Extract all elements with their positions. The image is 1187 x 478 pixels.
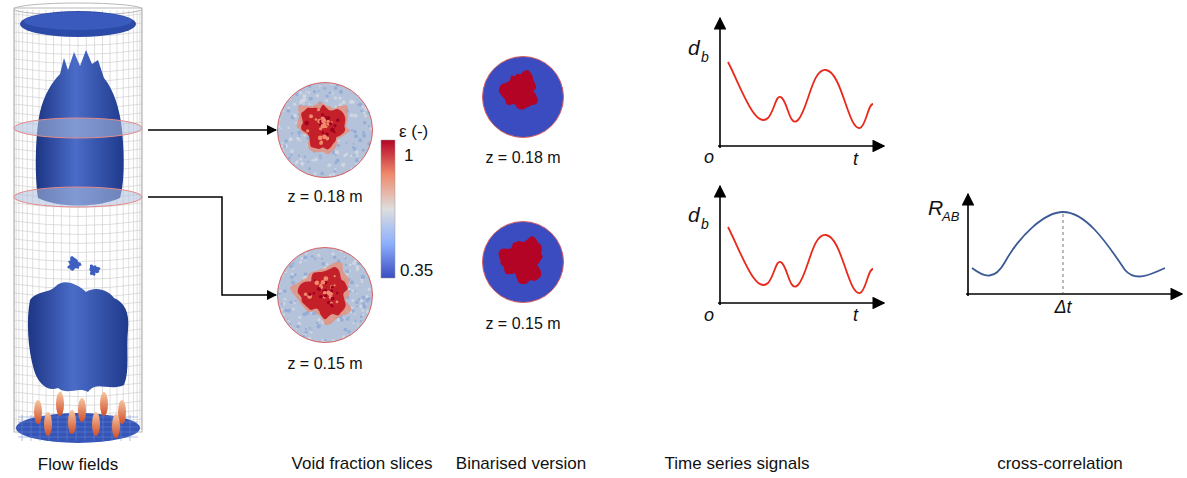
binary-map — [482, 56, 564, 138]
axis-label: b — [701, 50, 709, 65]
time-series-plot — [718, 18, 884, 148]
binarised-slice: z = 0.15 m — [468, 221, 578, 333]
binarised-slice: z = 0.18 m — [468, 56, 578, 167]
time-series-plot — [718, 186, 884, 305]
connector-arrow — [148, 129, 276, 131]
colour-bar-label: 0.35 — [400, 262, 433, 281]
void-fraction-slice: z = 0.18 m — [265, 82, 385, 206]
peak-marker — [1063, 214, 1064, 293]
axis-label: t — [853, 306, 858, 326]
panel-caption: Void fraction slices — [292, 455, 433, 474]
axis-label: AB — [942, 210, 959, 224]
colour-bar-label: ε (-) — [399, 123, 428, 142]
colour-bar — [381, 140, 395, 278]
void-fraction-map — [277, 247, 373, 343]
panel-caption: Binarised version — [456, 455, 586, 474]
height-label: z = 0.18 m — [485, 149, 560, 167]
signal-curve — [728, 62, 873, 128]
panel-caption: cross-correlation — [997, 455, 1123, 474]
axis-label: b — [701, 217, 709, 232]
void-fraction-slice: z = 0.15 m — [265, 247, 385, 373]
height-label: z = 0.15 m — [287, 355, 362, 373]
binary-map — [482, 221, 564, 303]
axis-label: d — [688, 36, 700, 59]
panel-caption: Time series signals — [665, 455, 810, 474]
height-label: z = 0.15 m — [485, 315, 560, 333]
axis-label: R — [928, 196, 943, 219]
axis-label: t — [853, 150, 858, 170]
signal-curve — [728, 227, 873, 293]
height-label: z = 0.18 m — [287, 188, 362, 206]
correlation-curve — [972, 212, 1165, 276]
axis-label: d — [688, 203, 700, 226]
column-illustration — [8, 0, 148, 448]
flow-field-column: Flow fields — [8, 0, 148, 478]
colour-bar-label: 1 — [404, 147, 413, 166]
void-fraction-map — [277, 82, 373, 178]
axis-label: o — [704, 306, 714, 326]
axis-label: o — [704, 148, 714, 168]
connector-arrow — [148, 197, 276, 295]
axis-label: Δt — [1054, 298, 1071, 318]
panel-caption: Flow fields — [8, 455, 148, 475]
correlation-plot — [966, 194, 1182, 296]
